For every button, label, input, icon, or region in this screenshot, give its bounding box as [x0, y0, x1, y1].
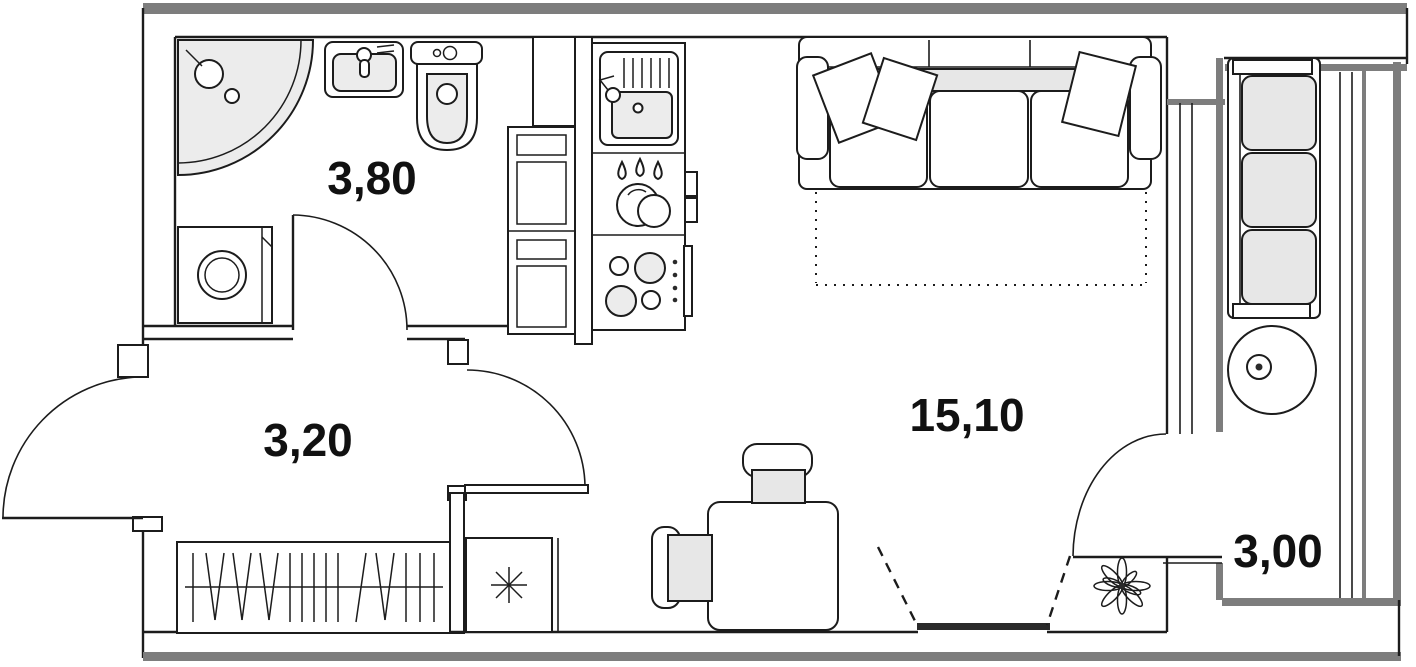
round-table-dot — [1255, 363, 1263, 371]
chair-top — [742, 443, 813, 504]
bathroom — [177, 39, 483, 324]
doors — [2, 214, 1167, 557]
faucet-mark-1 — [376, 44, 395, 48]
balcony-slab — [1222, 598, 1401, 606]
balcony-outer-wall — [1393, 62, 1401, 600]
cabinet-a-body — [516, 161, 567, 225]
kitchen-sink-drain — [632, 102, 644, 114]
balcony-bench-icon — [1227, 57, 1321, 319]
balcony-furniture — [1093, 57, 1321, 615]
corner-shower-icon — [177, 39, 315, 177]
bottom-window — [876, 546, 1072, 630]
burner-large-1 — [634, 252, 666, 284]
cabinet-b-body — [516, 265, 567, 328]
toilet-tank — [410, 41, 483, 65]
bathroom-door-swing-arc — [292, 214, 408, 331]
sofa-cushion-2 — [929, 90, 1029, 188]
sink-drainboard-lines — [623, 58, 670, 88]
toilet-drain — [436, 83, 458, 105]
kitchen-sink-basin — [611, 91, 673, 139]
dishwasher-icon — [616, 156, 671, 228]
wardrobe-hangers-icon — [192, 552, 435, 623]
plate-2 — [637, 194, 671, 228]
bench-bottom-cap — [1232, 303, 1311, 319]
burner-small-2 — [641, 290, 661, 310]
washing-machine-bevel — [261, 236, 273, 248]
counter-handle-2 — [684, 197, 698, 223]
bench-top-cap — [1232, 59, 1313, 75]
window-reveal-right — [1045, 555, 1072, 626]
living-room-furniture — [651, 36, 1162, 631]
stove-icon — [605, 245, 693, 317]
shower-head-icon — [194, 59, 224, 89]
hallway-furniture — [176, 537, 559, 634]
shower-drain — [224, 88, 240, 104]
window-reveal-left — [876, 546, 919, 626]
kitchen — [507, 36, 698, 345]
balcony-area-label: 3,00 — [1233, 525, 1323, 577]
entrance-door-swing-arc — [2, 376, 139, 518]
toilet-button-small — [432, 48, 442, 58]
hall-door-swing-arc — [466, 369, 586, 487]
toilet-button-large — [442, 45, 458, 61]
balcony-window-sill — [1167, 99, 1225, 105]
entrance-jamb-bottom — [132, 516, 163, 532]
area-labels: 3,80 3,20 15,10 3,00 — [263, 152, 1323, 577]
round-table-icon — [1227, 325, 1317, 415]
stove-knob-2 — [672, 272, 678, 278]
drop-3 — [653, 159, 663, 181]
pillow-2 — [861, 56, 939, 142]
wall-bathroom-kitchen — [532, 36, 576, 127]
stove-knob-4 — [672, 297, 678, 303]
hall-door-stub — [447, 339, 469, 365]
burner-small-1 — [609, 256, 629, 276]
sofa-bed-extension-dotted — [815, 192, 1147, 286]
plate-inner-arc — [627, 188, 647, 196]
pillow-3 — [1060, 50, 1138, 138]
wall-bottom-exterior — [143, 652, 1401, 661]
counter-handle-1 — [684, 171, 698, 197]
shower-arm — [185, 49, 203, 67]
asterisk-icon — [491, 567, 527, 603]
drop-2 — [635, 156, 645, 178]
chair-left — [651, 526, 713, 609]
plant-icon — [1093, 557, 1151, 615]
sofa-armrest-right — [1129, 56, 1162, 160]
balcony-door-swing-arc — [1072, 433, 1167, 557]
drop-1 — [617, 159, 627, 181]
bathroom-area-label: 3,80 — [327, 152, 417, 204]
burner-large-2 — [605, 285, 637, 317]
balcony-wall-edge-upper — [1216, 58, 1223, 432]
wall-top-exterior — [143, 3, 1407, 14]
kitchen-panel — [574, 36, 593, 345]
corner-shower-inner-arc — [177, 39, 302, 164]
wall-hall-right-lower — [449, 492, 465, 634]
balcony-wall-edge-lower — [1216, 563, 1223, 600]
living-room-area-label: 15,10 — [909, 389, 1024, 441]
oven-handle — [683, 245, 693, 317]
stove-knob-1 — [672, 259, 678, 265]
kitchen-faucet — [605, 87, 621, 103]
plant-center — [1119, 583, 1125, 589]
sofa-icon — [796, 36, 1162, 286]
bench-cushion-1 — [1241, 75, 1317, 151]
dining-table — [707, 501, 839, 631]
hallway-area-label: 3,20 — [263, 414, 353, 466]
hall-door-leaf — [464, 484, 589, 494]
cabinet-a-top — [516, 134, 567, 156]
chair-top-seat — [751, 469, 806, 504]
stove-knob-3 — [672, 285, 678, 291]
bathroom-faucet-spout — [359, 59, 370, 78]
chair-left-seat — [667, 534, 713, 602]
window-sill-dark — [917, 623, 1050, 630]
faucet-mark-2 — [376, 50, 395, 54]
cabinet-b-top — [516, 239, 567, 260]
washing-machine-drum-inner — [204, 257, 240, 293]
entrance-jamb-top — [117, 344, 149, 378]
kitchen-faucet-lever — [598, 75, 615, 91]
bench-cushion-2 — [1241, 152, 1317, 228]
bench-cushion-3 — [1241, 229, 1317, 305]
